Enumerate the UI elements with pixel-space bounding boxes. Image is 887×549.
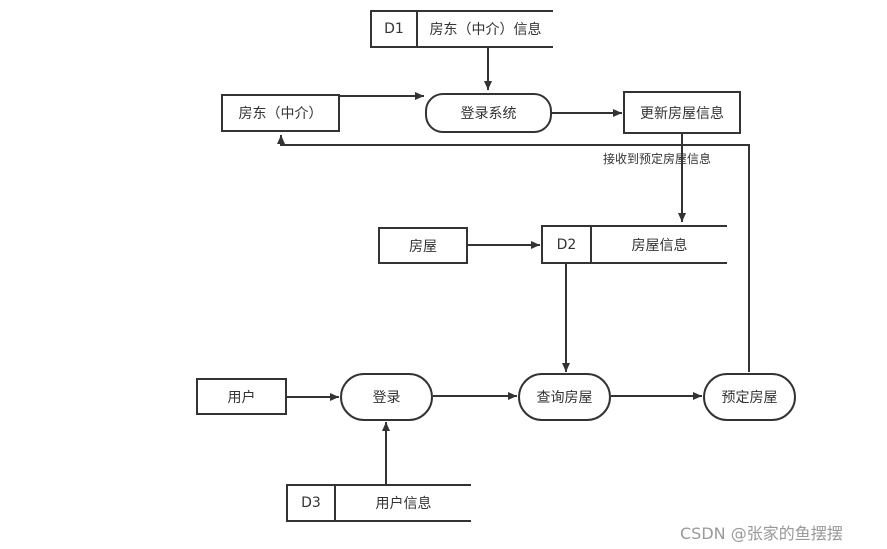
datastore-d1-name: 房东（中介）信息 xyxy=(429,22,542,38)
process-update-house-info: 更新房屋信息 xyxy=(623,91,741,134)
datastore-d3-id: D3 xyxy=(288,486,336,520)
process-book-house: 预定房屋 xyxy=(703,373,796,421)
datastore-d3-name: 用户信息 xyxy=(375,496,432,512)
process-login: 登录 xyxy=(340,373,433,421)
datastore-d1: D1 房东（中介）信息 xyxy=(370,10,553,48)
watermark: CSDN @张家的鱼摆摆 xyxy=(680,524,843,543)
datastore-d3: D3 用户信息 xyxy=(286,484,471,522)
process-login-system: 登录系统 xyxy=(425,93,552,133)
datastore-d2: D2 房屋信息 xyxy=(541,225,727,264)
datastore-d1-id: D1 xyxy=(372,12,418,46)
arrow-booking-to-landlord xyxy=(277,135,750,372)
datastore-d2-id: D2 xyxy=(543,227,592,262)
label-receive-booking: 接收到预定房屋信息 xyxy=(603,152,712,166)
entity-landlord: 房东（中介） xyxy=(221,94,340,132)
process-query-house: 查询房屋 xyxy=(518,373,611,421)
datastore-d2-name: 房屋信息 xyxy=(631,237,688,254)
entity-user: 用户 xyxy=(196,378,287,415)
entity-house: 房屋 xyxy=(378,227,468,264)
